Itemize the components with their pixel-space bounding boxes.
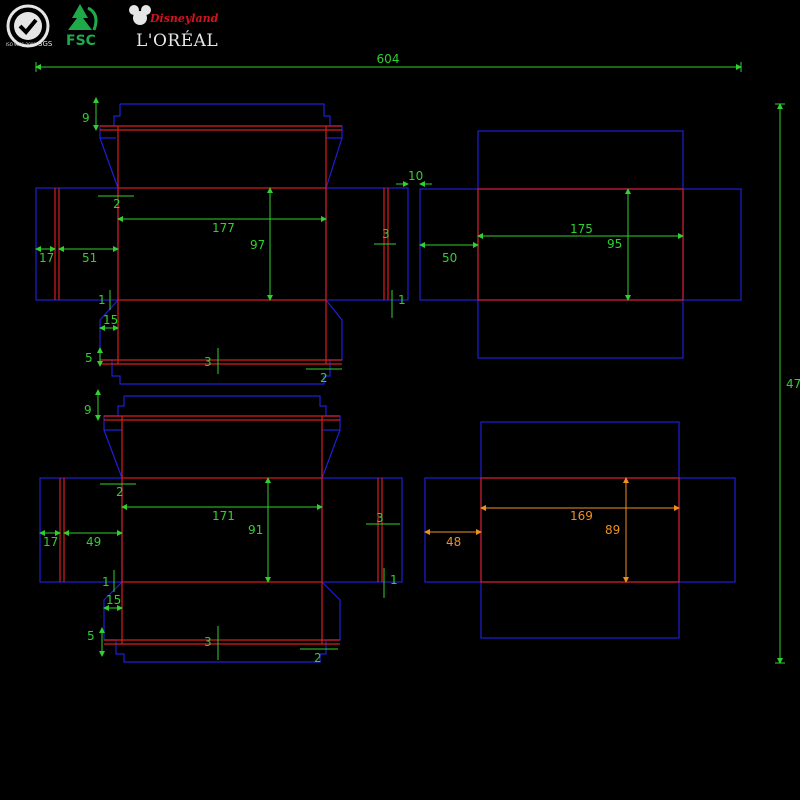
dim-body-height: 95 xyxy=(607,237,622,251)
dim-flap-top: 9 xyxy=(84,403,92,417)
dim-side-panel: 51 xyxy=(82,251,97,265)
dieline-box-d: 169 89 48 xyxy=(424,421,736,639)
dim-tab: 15 xyxy=(103,313,118,327)
dim-gap-top: 2 xyxy=(116,485,124,499)
overall-height-label: 47 xyxy=(786,377,800,391)
dim-body-width: 169 xyxy=(570,509,593,523)
overall-width-label: 604 xyxy=(377,52,400,66)
dieline-box-b: 10 175 95 50 xyxy=(396,130,742,359)
dim-small-a: 1 xyxy=(102,575,110,589)
dieline-box-a: 9 2 177 97 17 51 3 1 1 15 5 3 2 xyxy=(35,97,409,385)
dim-body-height: 89 xyxy=(605,523,620,537)
loreal-label: L'ORÉAL xyxy=(136,30,218,51)
dim-flap-small: 5 xyxy=(85,351,93,365)
dim-tab: 15 xyxy=(106,593,121,607)
dim-body-width: 171 xyxy=(212,509,235,523)
dim-side-panel: 50 xyxy=(442,251,457,265)
certification-logos: SGS ISO 9001:2008 FSC Disneyland L'ORÉAL xyxy=(6,4,219,51)
fsc-logo: FSC xyxy=(66,4,98,49)
dim-side-panel: 49 xyxy=(86,535,101,549)
sgs-ring-label: ISO 9001:2008 xyxy=(6,42,36,47)
dim-flap-top: 9 xyxy=(82,111,90,125)
dim-small-a: 1 xyxy=(98,293,106,307)
dim-gap-top: 2 xyxy=(113,197,121,211)
sgs-logo: SGS ISO 9001:2008 xyxy=(6,4,53,48)
dim-flap-small: 5 xyxy=(87,629,95,643)
dim-bottom-2: 2 xyxy=(314,651,322,665)
disneyland-logo: Disneyland xyxy=(129,5,219,25)
overall-height-dimension: 47 xyxy=(775,103,800,664)
dieline-box-c: 9 2 171 91 17 49 3 1 1 15 5 3 2 xyxy=(39,389,403,665)
dim-body-width: 177 xyxy=(212,221,235,235)
dim-small-b: 1 xyxy=(390,573,398,587)
dim-gap-between: 10 xyxy=(408,169,423,183)
dim-bottom-3: 3 xyxy=(204,355,212,369)
dim-rib-right: 3 xyxy=(376,511,384,525)
dim-body-height: 91 xyxy=(248,523,263,537)
sgs-label: SGS xyxy=(38,40,53,48)
dim-small-b: 1 xyxy=(398,293,406,307)
dim-bottom-2: 2 xyxy=(320,371,328,385)
loreal-logo: L'ORÉAL xyxy=(136,30,218,51)
dim-bottom-3: 3 xyxy=(204,635,212,649)
dim-side-glue: 17 xyxy=(43,535,58,549)
dim-body-height: 97 xyxy=(250,238,265,252)
dim-rib-right: 3 xyxy=(382,227,390,241)
disneyland-label: Disneyland xyxy=(149,12,219,25)
dim-body-width: 175 xyxy=(570,222,593,236)
dim-side-glue: 17 xyxy=(39,251,54,265)
dim-side-panel: 48 xyxy=(446,535,461,549)
overall-width-dimension: 604 xyxy=(35,52,742,72)
fsc-label: FSC xyxy=(66,33,96,49)
